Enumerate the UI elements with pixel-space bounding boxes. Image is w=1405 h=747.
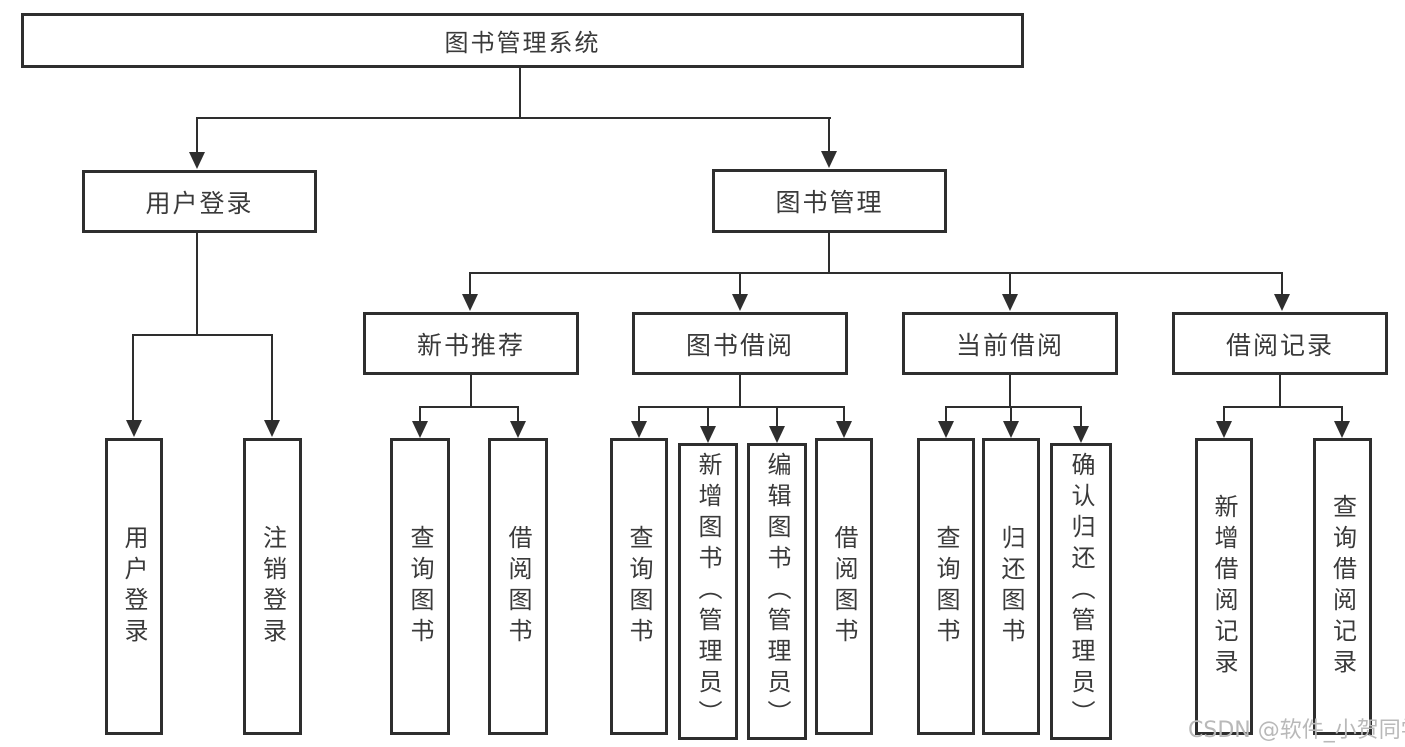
arrow-down-icon bbox=[462, 294, 478, 311]
connector-stub bbox=[1009, 272, 1011, 297]
arrow-down-icon bbox=[1002, 294, 1018, 311]
node-new-book-recommend: 新书推荐 bbox=[363, 312, 579, 375]
connector-stub bbox=[945, 406, 947, 423]
connector-stub bbox=[739, 272, 741, 297]
leaf-edit-books-admin: 编辑图书（管理员） bbox=[747, 443, 807, 740]
leaf-query-books-recommend: 查询图书 bbox=[390, 438, 450, 735]
leaf-borrow-books: 借阅图书 bbox=[815, 438, 873, 735]
connector-stub bbox=[1223, 406, 1225, 423]
connector-level1-bar bbox=[196, 117, 831, 119]
connector-stub bbox=[196, 117, 198, 155]
leaf-query-books-borrow: 查询图书 bbox=[610, 438, 668, 735]
arrow-down-icon bbox=[510, 421, 526, 438]
connector-stub bbox=[517, 406, 519, 423]
arrow-down-icon bbox=[126, 420, 142, 437]
connector-book-mgmt-stem bbox=[828, 231, 830, 274]
connector-section-stem bbox=[739, 373, 741, 408]
arrow-down-icon bbox=[769, 426, 785, 443]
arrow-down-icon bbox=[732, 294, 748, 311]
arrow-down-icon bbox=[938, 421, 954, 438]
connector-stub bbox=[638, 406, 640, 423]
leaf-query-borrow-record: 查询借阅记录 bbox=[1313, 438, 1372, 735]
arrow-down-icon bbox=[1073, 426, 1089, 443]
node-book-management-system: 图书管理系统 bbox=[21, 13, 1024, 68]
arrow-down-icon bbox=[836, 421, 852, 438]
connector-section-bar bbox=[419, 406, 519, 408]
arrow-down-icon bbox=[1003, 421, 1019, 438]
leaf-borrow-books-recommend: 借阅图书 bbox=[488, 438, 548, 735]
leaf-return-books: 归还图书 bbox=[982, 438, 1040, 735]
leaf-query-books-current: 查询图书 bbox=[917, 438, 975, 735]
connector-stub bbox=[1341, 406, 1343, 423]
connector-stub bbox=[469, 272, 471, 297]
connector-section-stem bbox=[1009, 373, 1011, 408]
leaf-add-books-admin: 新增图书（管理员） bbox=[678, 443, 738, 740]
leaf-add-borrow-record: 新增借阅记录 bbox=[1195, 438, 1253, 735]
arrow-down-icon bbox=[264, 420, 280, 437]
arrow-down-icon bbox=[1216, 421, 1232, 438]
watermark: CSDN @软件_小贺同学 bbox=[1188, 718, 1405, 743]
arrow-down-icon bbox=[189, 152, 205, 169]
connector-stub bbox=[707, 406, 709, 428]
connector-section-bar bbox=[1223, 406, 1343, 408]
connector-level2-bar bbox=[469, 272, 1283, 274]
connector-stub bbox=[1010, 406, 1012, 423]
connector-stub bbox=[1080, 406, 1082, 428]
arrow-down-icon bbox=[1274, 294, 1290, 311]
arrow-down-icon bbox=[412, 421, 428, 438]
node-book-borrow: 图书借阅 bbox=[632, 312, 848, 375]
connector-stub bbox=[828, 117, 830, 154]
connector-stub bbox=[776, 406, 778, 428]
connector-stub bbox=[419, 406, 421, 423]
connector-stub bbox=[132, 334, 134, 422]
connector-stub bbox=[1281, 272, 1283, 297]
arrow-down-icon bbox=[1334, 421, 1350, 438]
node-current-borrow: 当前借阅 bbox=[902, 312, 1118, 375]
connector-section-stem bbox=[470, 373, 472, 408]
leaf-logout: 注销登录 bbox=[243, 438, 302, 735]
arrow-down-icon bbox=[700, 426, 716, 443]
node-user-login: 用户登录 bbox=[82, 170, 317, 233]
connector-section-bar bbox=[638, 406, 845, 408]
connector-user-login-bar bbox=[132, 334, 273, 336]
leaf-confirm-return-admin: 确认归还（管理员） bbox=[1050, 443, 1112, 740]
node-book-management: 图书管理 bbox=[712, 169, 947, 233]
connector-user-login-stem bbox=[196, 231, 198, 336]
connector-section-stem bbox=[1279, 373, 1281, 408]
connector-section-bar bbox=[945, 406, 1082, 408]
node-borrow-records: 借阅记录 bbox=[1172, 312, 1388, 375]
arrow-down-icon bbox=[821, 151, 837, 168]
connector-root-stem bbox=[519, 66, 521, 118]
arrow-down-icon bbox=[631, 421, 647, 438]
connector-stub bbox=[271, 334, 273, 422]
leaf-user-login: 用户登录 bbox=[105, 438, 163, 735]
connector-stub bbox=[843, 406, 845, 423]
